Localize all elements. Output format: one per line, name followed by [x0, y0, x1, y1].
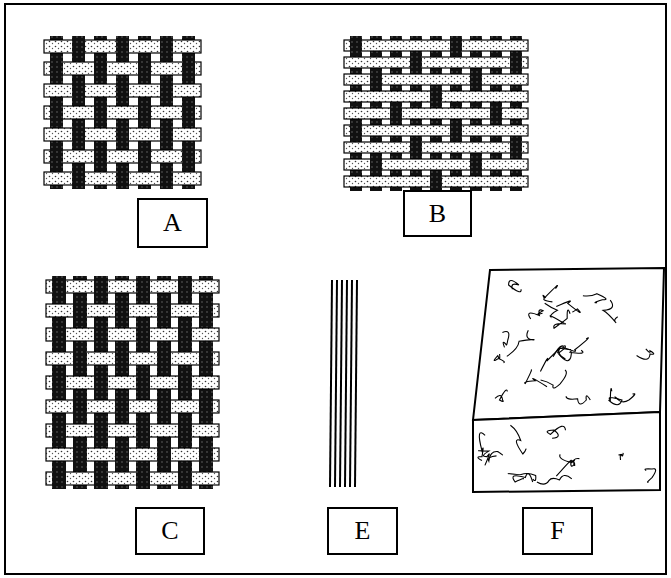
unidirectional-fibers [330, 280, 357, 487]
basket-weave [46, 276, 219, 489]
figure-letter: E [355, 518, 371, 544]
label-box: C [135, 507, 205, 555]
random-mat [473, 268, 664, 492]
outer-frame [5, 4, 666, 574]
figure-letter: A [163, 210, 182, 236]
satin-weave [344, 36, 528, 191]
figure-letter: F [550, 518, 564, 544]
figure-letter: C [161, 518, 178, 544]
label-box: A [137, 198, 208, 248]
label-box: E [327, 507, 398, 555]
plain-weave [44, 36, 201, 189]
figure-letter: B [429, 201, 446, 227]
label-box: F [522, 507, 593, 555]
label-box: B [403, 190, 472, 237]
